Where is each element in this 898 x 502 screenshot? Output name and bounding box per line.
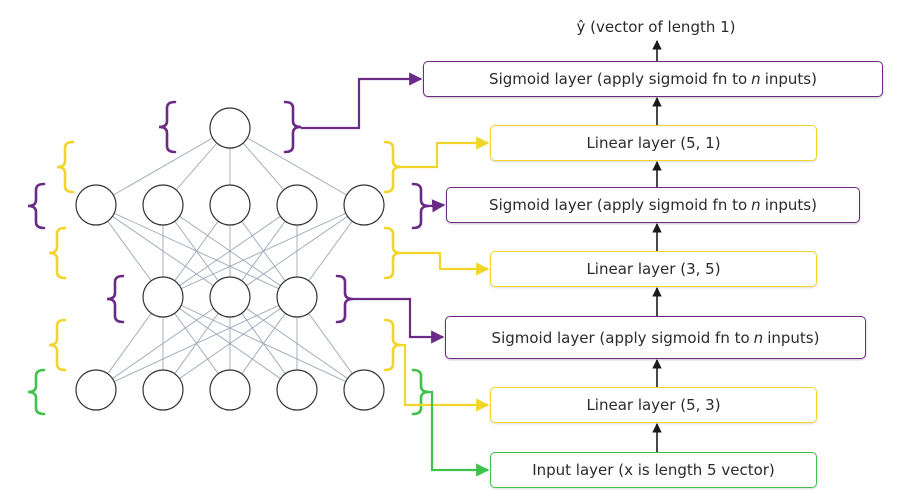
network-node	[209, 276, 251, 318]
layer-variable: n	[753, 328, 764, 347]
layer-text: Sigmoid layer (apply sigmoid fn to	[489, 196, 748, 214]
network-node	[276, 369, 318, 411]
layer-text: Linear layer (5, 3)	[586, 396, 721, 414]
layer-box-sigmoid-2: Sigmoid layer (apply sigmoid fn to n inp…	[446, 187, 860, 223]
layer-text-after: inputs)	[764, 70, 817, 88]
connector-arrow	[429, 390, 490, 477]
layer-box-linear-5-3: Linear layer (5, 3)	[490, 387, 817, 423]
layer-brace	[106, 274, 125, 324]
layer-box-sigmoid-out: Sigmoid layer (apply sigmoid fn to n inp…	[423, 61, 883, 97]
layer-text: Sigmoid layer (apply sigmoid fn to	[491, 328, 750, 347]
network-edge	[95, 204, 231, 298]
network-node	[142, 369, 184, 411]
layer-box-input: Input layer (x is length 5 vector)	[490, 452, 817, 488]
network-edge	[162, 296, 365, 391]
layer-variable: n	[751, 196, 761, 214]
network-node	[75, 184, 117, 226]
layer-brace	[48, 318, 67, 372]
connector-arrow	[401, 136, 490, 169]
network-node	[142, 184, 184, 226]
layer-text-after: inputs)	[767, 328, 820, 347]
layer-text: Linear layer (5, 1)	[586, 134, 721, 152]
network-node	[343, 369, 385, 411]
network-node	[276, 184, 318, 226]
layer-brace	[383, 140, 402, 194]
layer-variable: n	[751, 70, 761, 88]
layer-brace	[283, 100, 302, 154]
network-node	[276, 276, 318, 318]
layer-text: Input layer (x is length 5 vector)	[532, 461, 775, 479]
network-node	[142, 276, 184, 318]
network-node	[209, 107, 251, 149]
output-label: ŷ (vector of length 1)	[576, 18, 736, 36]
layer-brace	[48, 226, 67, 280]
network-edge	[95, 204, 298, 298]
connector-arrow	[428, 199, 446, 213]
layer-brace	[335, 274, 354, 324]
network-edge	[229, 127, 365, 206]
layer-text-after: inputs)	[764, 196, 817, 214]
connector-arrow	[401, 343, 490, 412]
layer-brace	[383, 226, 402, 280]
network-edge	[95, 127, 231, 206]
layer-brace	[411, 182, 430, 230]
network-node	[209, 184, 251, 226]
layer-brace	[158, 100, 177, 154]
layer-text: Linear layer (3, 5)	[586, 260, 721, 278]
layer-box-linear-3-5: Linear layer (3, 5)	[490, 251, 817, 287]
layer-box-sigmoid-1: Sigmoid layer (apply sigmoid fn to n inp…	[445, 316, 866, 359]
layer-text: Sigmoid layer (apply sigmoid fn to	[489, 70, 748, 88]
layer-box-linear-5-1: Linear layer (5, 1)	[490, 125, 817, 161]
layer-brace	[56, 140, 75, 194]
layer-brace	[411, 368, 430, 416]
network-edge	[162, 296, 298, 391]
network-node	[209, 369, 251, 411]
layer-brace	[27, 182, 46, 230]
network-edge	[162, 204, 298, 298]
connector-arrow	[301, 72, 423, 130]
connector-arrow	[353, 297, 445, 344]
layer-brace	[383, 318, 402, 372]
connector-arrow	[401, 251, 490, 276]
layer-brace	[27, 368, 46, 416]
network-node	[75, 369, 117, 411]
network-node	[343, 184, 385, 226]
network-edge	[229, 296, 365, 391]
